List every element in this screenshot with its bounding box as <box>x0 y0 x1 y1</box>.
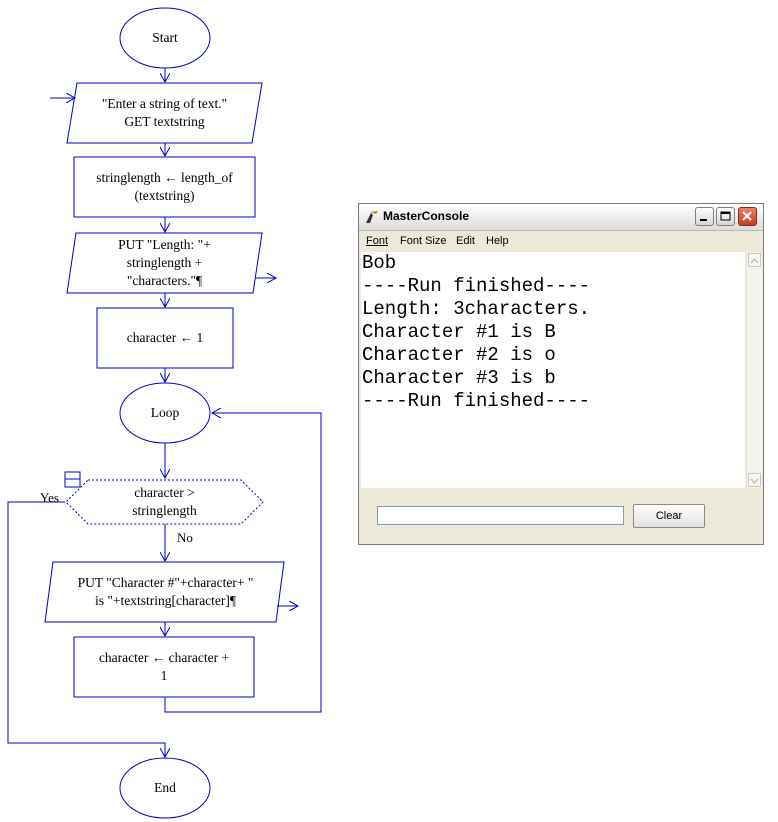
output-character-parallelogram[interactable] <box>44 561 285 623</box>
title-bar[interactable]: MasterConsole <box>359 204 763 231</box>
vertical-scrollbar[interactable] <box>746 252 762 488</box>
start-label: Start <box>152 30 178 45</box>
scroll-up-arrow[interactable] <box>748 253 761 267</box>
console-line: ----Run finished---- <box>362 275 591 297</box>
console-line: Character #3 is b <box>362 367 556 389</box>
menu-bar: Font Font Size Edit Help <box>359 231 763 251</box>
end-terminal[interactable] <box>119 757 211 819</box>
console-input[interactable] <box>377 506 624 525</box>
console-window: MasterConsole Font Font Size Edit Help B… <box>358 203 764 545</box>
assign-length-text: stringlength ← length_of (textstring) <box>96 170 233 203</box>
yes-branch-line <box>7 501 165 757</box>
clear-button[interactable]: Clear <box>633 504 705 528</box>
maximize-button[interactable] <box>716 207 735 226</box>
yes-label: Yes <box>40 490 59 505</box>
assign-character-text: character ← 1 <box>126 330 204 345</box>
chevron-down-icon <box>750 478 759 485</box>
increment-text: character ← character + 1 <box>98 650 230 683</box>
input-step-text: "Enter a string of text." GET textstring <box>101 96 228 129</box>
console-line: Bob <box>362 252 397 274</box>
menu-font-size[interactable]: Font Size <box>400 235 447 247</box>
menu-edit[interactable]: Edit <box>456 235 475 247</box>
window-title: MasterConsole <box>383 209 470 223</box>
input-parallelogram[interactable] <box>66 82 263 144</box>
decision-hexagon[interactable] <box>65 479 264 525</box>
console-line: ----Run finished---- <box>362 390 591 412</box>
close-icon <box>742 211 752 221</box>
menu-help[interactable]: Help <box>486 235 509 247</box>
console-line: Character #1 is B <box>362 321 556 343</box>
condition-text: character > stringlength <box>132 485 197 518</box>
no-label: No <box>177 530 193 545</box>
minimize-icon <box>700 219 707 221</box>
output-length-parallelogram[interactable] <box>66 232 263 294</box>
scroll-down-arrow[interactable] <box>748 473 761 487</box>
end-label: End <box>154 780 176 795</box>
menu-font[interactable]: Font <box>366 235 389 247</box>
maximize-icon <box>720 211 731 221</box>
chevron-up-icon <box>750 257 759 264</box>
console-output[interactable]: Bob ----Run finished---- Length: 3charac… <box>361 252 745 488</box>
console-line: Length: 3characters. <box>362 298 591 320</box>
output-character-text: PUT "Character #"+character+ " is "+text… <box>77 575 254 608</box>
loop-label: Loop <box>150 405 180 420</box>
loop-back-line <box>164 413 322 713</box>
close-button[interactable] <box>738 207 757 226</box>
console-line: Character #2 is o <box>362 344 556 366</box>
output-length-text: PUT "Length: "+ stringlength + "characte… <box>118 237 211 288</box>
minimize-button[interactable] <box>695 207 714 226</box>
app-icon <box>366 211 378 223</box>
increment-box[interactable] <box>73 636 255 698</box>
